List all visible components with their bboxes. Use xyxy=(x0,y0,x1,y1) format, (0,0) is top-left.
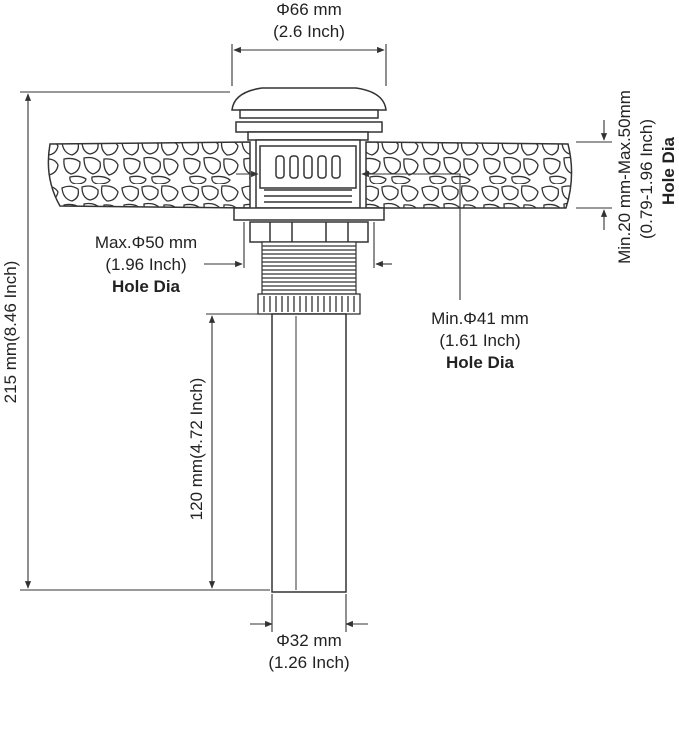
thickness-inch: (0.79-1.96 Inch) xyxy=(637,119,656,240)
dim-min-hole xyxy=(236,170,461,300)
countertop-left xyxy=(47,141,251,209)
dim-bottom-diameter xyxy=(250,594,368,632)
thickness-caption: Hole Dia xyxy=(659,136,678,206)
bottom-diameter-inch: (1.26 Inch) xyxy=(268,653,350,672)
bottom-diameter-mm: Φ32 mm xyxy=(276,631,342,650)
top-diameter-inch: (2.6 Inch) xyxy=(273,22,345,41)
top-diameter-mm: Φ66 mm xyxy=(276,0,342,19)
dim-max-hole xyxy=(204,222,392,268)
knurled-ring xyxy=(257,293,361,315)
thickness-mm: Min.20 mm-Max.50mm xyxy=(615,90,634,264)
tail-pipe xyxy=(271,313,347,593)
dim-thickness xyxy=(576,120,612,230)
lock-nut xyxy=(233,207,385,243)
countertop-right xyxy=(365,141,573,209)
drain-body xyxy=(255,139,361,209)
tail-length-label: 120 mm(4.72 Inch) xyxy=(187,377,206,521)
dim-total-height xyxy=(20,91,270,591)
min-hole-caption: Hole Dia xyxy=(445,353,515,372)
min-hole-inch: (1.61 Inch) xyxy=(439,331,521,350)
max-hole-caption: Hole Dia xyxy=(111,277,181,296)
drain-cap xyxy=(231,87,387,141)
dim-top-diameter xyxy=(231,44,387,86)
max-hole-mm: Max.Φ50 mm xyxy=(94,233,198,252)
min-hole-mm: Min.Φ41 mm xyxy=(431,309,529,328)
dim-tail-length xyxy=(206,313,270,589)
total-height-label: 215 mm(8.46 Inch) xyxy=(1,260,20,404)
threaded-shaft xyxy=(261,241,357,295)
max-hole-inch: (1.96 Inch) xyxy=(105,255,187,274)
